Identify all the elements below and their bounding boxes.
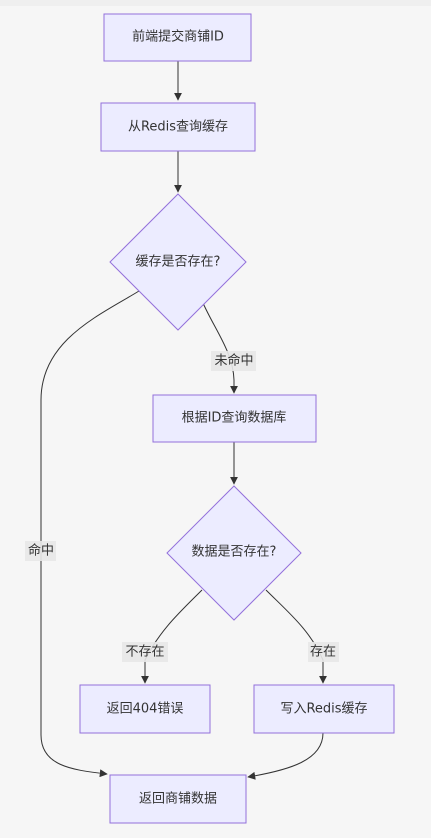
edge-label-hit-text: 命中 — [28, 543, 54, 559]
edge-labels: 未命中 命中 不存在 存在 — [25, 351, 339, 662]
node-query-redis-label: 从Redis查询缓存 — [128, 120, 228, 135]
edge-write-redis-to-return-data — [247, 732, 324, 780]
edge-data-not-exist — [141, 589, 203, 684]
node-query-redis: 从Redis查询缓存 — [100, 102, 256, 152]
node-write-redis: 写入Redis缓存 — [253, 684, 395, 734]
node-write-redis-label: 写入Redis缓存 — [280, 702, 367, 717]
node-cache-exists-label: 缓存是否存在? — [136, 255, 221, 270]
edge-cache-hit — [40, 290, 140, 778]
edge-cache-miss — [202, 302, 238, 394]
edge-label-miss: 未命中 — [211, 351, 256, 371]
edge-label-not-exist-text: 不存在 — [125, 645, 164, 660]
node-query-db-label: 根据ID查询数据库 — [182, 410, 287, 426]
node-data-exists: 数据是否存在? — [166, 485, 302, 621]
node-return-data-label: 返回商铺数据 — [139, 792, 217, 807]
node-return-404-label: 返回404错误 — [107, 702, 184, 717]
node-return-404: 返回404错误 — [79, 684, 211, 734]
node-query-db: 根据ID查询数据库 — [152, 394, 317, 443]
node-submit-label: 前端提交商铺ID — [132, 29, 224, 45]
node-return-data: 返回商铺数据 — [109, 774, 247, 824]
edge-label-miss-text: 未命中 — [214, 353, 253, 369]
edge-data-exist — [265, 589, 327, 684]
top-strip — [0, 0, 431, 6]
node-cache-exists: 缓存是否存在? — [109, 193, 247, 331]
node-data-exists-label: 数据是否存在? — [192, 545, 277, 560]
edge-label-not-exist: 不存在 — [122, 642, 168, 662]
edge-label-exist: 存在 — [308, 642, 339, 662]
edge-label-hit: 命中 — [25, 541, 56, 561]
edge-label-exist-text: 存在 — [310, 645, 336, 660]
node-submit: 前端提交商铺ID — [103, 13, 252, 62]
